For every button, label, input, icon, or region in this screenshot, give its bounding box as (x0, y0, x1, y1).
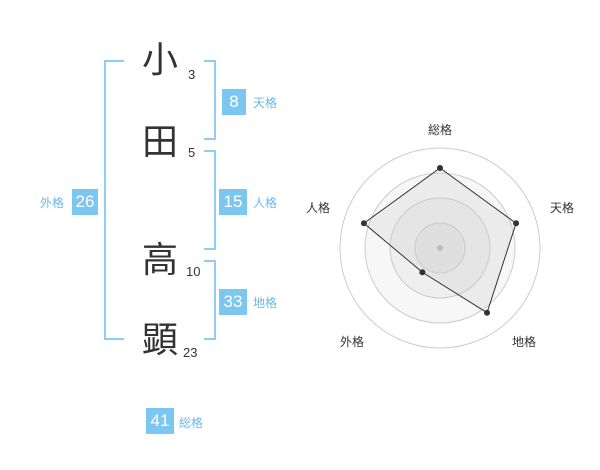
chikaku-label: 地格 (253, 296, 278, 310)
jinkaku-value: 15 (219, 189, 247, 215)
radar-center-dot (437, 245, 443, 251)
radar-label-gaikaku: 外格 (339, 335, 364, 349)
radar-label-soukaku: 総格 (427, 123, 452, 137)
tenkaku-value: 8 (222, 89, 246, 115)
soukaku-label: 総格 (179, 416, 204, 430)
name-char-4: 顕 (141, 320, 178, 361)
gaikaku-value: 26 (72, 189, 98, 215)
radar-label-chikaku: 地格 (511, 335, 536, 349)
radar-label-jinkaku: 人格 (305, 201, 330, 215)
jinkaku-bracket (204, 150, 216, 250)
name-char-3: 高 (141, 240, 178, 281)
radar-point-4 (360, 220, 367, 227)
gaikaku-label: 外格 (40, 196, 65, 210)
radar-point-1 (513, 220, 520, 227)
tenkaku-bracket (204, 60, 216, 140)
chikaku-value: 33 (219, 289, 247, 315)
name-char-1: 小 (141, 40, 178, 81)
soukaku-value: 41 (146, 408, 174, 434)
name-char-2: 田 (141, 122, 178, 163)
stroke-count-3: 10 (186, 264, 201, 279)
jinkaku-label: 人格 (253, 196, 278, 210)
radar-series-polygon (363, 167, 517, 314)
stroke-count-1: 3 (188, 67, 196, 82)
radar-point-2 (484, 309, 491, 316)
radar-point-3 (419, 269, 426, 276)
radar-point-0 (437, 165, 443, 171)
chikaku-bracket (204, 260, 216, 340)
radar-label-tenkaku: 天格 (549, 201, 574, 215)
stroke-count-2: 5 (188, 145, 196, 160)
stroke-count-4: 23 (183, 345, 198, 360)
tenkaku-label: 天格 (253, 96, 278, 110)
gaikaku-bracket (104, 60, 124, 340)
